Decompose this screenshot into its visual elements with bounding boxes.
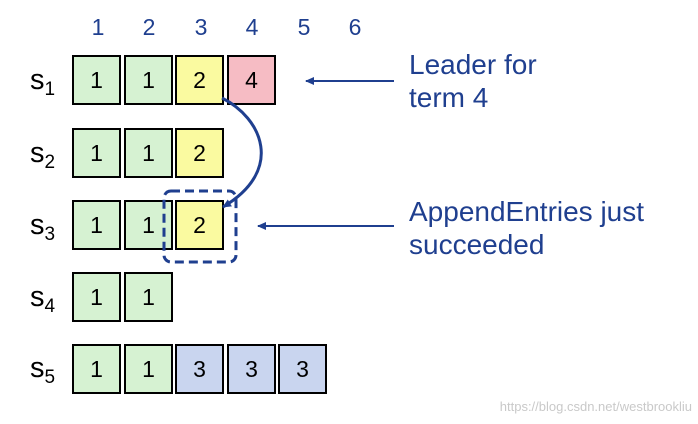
log-entry-s3-1: 1 bbox=[72, 200, 121, 250]
highlight-box bbox=[162, 189, 238, 264]
append-annotation-line1: AppendEntries just bbox=[409, 196, 645, 227]
log-entry-s5-5: 3 bbox=[278, 344, 327, 394]
append-annotation: AppendEntries just succeeded bbox=[409, 195, 644, 261]
append-annotation-line2: succeeded bbox=[409, 229, 545, 260]
log-index-2: 2 bbox=[142, 14, 156, 40]
log-entry-s4-2: 1 bbox=[124, 272, 173, 322]
server-label-s3: s3 bbox=[30, 209, 56, 245]
log-index-6: 6 bbox=[348, 14, 362, 40]
server-label-s1: s1 bbox=[30, 64, 56, 100]
replication-arrow bbox=[221, 96, 263, 209]
watermark: https://blog.csdn.net/westbrookliu bbox=[499, 399, 692, 414]
log-entry-s2-2: 1 bbox=[124, 128, 173, 178]
log-entry-s5-2: 1 bbox=[124, 344, 173, 394]
leader-annotation-line1: Leader for bbox=[409, 49, 537, 80]
log-entry-s1-4: 4 bbox=[227, 55, 276, 105]
log-index-5: 5 bbox=[297, 14, 311, 40]
log-index-3: 3 bbox=[194, 14, 208, 40]
log-entry-s5-3: 3 bbox=[175, 344, 224, 394]
leader-annotation: Leader for term 4 bbox=[409, 48, 537, 114]
leader-annotation-line2: term 4 bbox=[409, 82, 489, 113]
log-entry-s5-1: 1 bbox=[72, 344, 121, 394]
log-entry-s1-3: 2 bbox=[175, 55, 224, 105]
log-entry-s1-1: 1 bbox=[72, 55, 121, 105]
log-index-1: 1 bbox=[91, 14, 105, 40]
log-entry-s3-3: 2 bbox=[175, 200, 224, 250]
log-index-4: 4 bbox=[245, 14, 259, 40]
log-entry-s2-3: 2 bbox=[175, 128, 224, 178]
log-entry-s5-4: 3 bbox=[227, 344, 276, 394]
log-entry-s2-1: 1 bbox=[72, 128, 121, 178]
server-label-s4: s4 bbox=[30, 281, 56, 317]
server-label-s2: s2 bbox=[30, 137, 56, 173]
log-entry-s4-1: 1 bbox=[72, 272, 121, 322]
log-entry-s1-2: 1 bbox=[124, 55, 173, 105]
server-label-s5: s5 bbox=[30, 352, 56, 388]
